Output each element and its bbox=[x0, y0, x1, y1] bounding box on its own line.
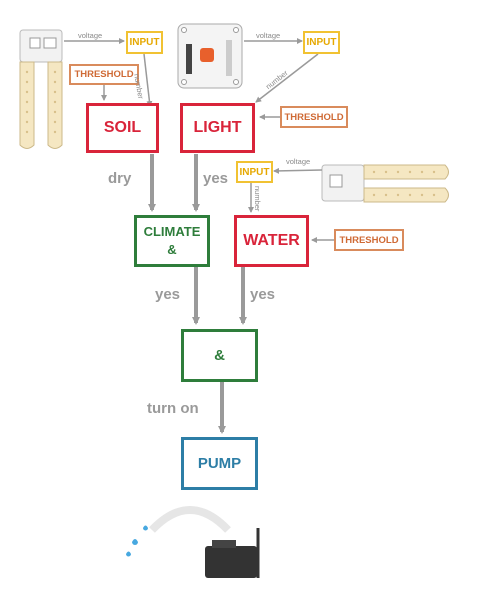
number-label-water: number bbox=[253, 186, 262, 212]
soil-node: SOIL bbox=[86, 103, 159, 153]
climate-node-and: & bbox=[167, 242, 177, 257]
and-node: & bbox=[181, 329, 258, 382]
water-node: WATER bbox=[234, 215, 309, 267]
climate-node: CLIMATE & bbox=[134, 215, 210, 267]
water-pump-icon bbox=[126, 506, 260, 578]
light-sensor-module-icon bbox=[177, 23, 243, 89]
edge-label-light-yes: yes bbox=[203, 170, 229, 187]
threshold-box-light: THRESHOLD bbox=[280, 106, 348, 128]
threshold-box-water: THRESHOLD bbox=[334, 229, 404, 251]
threshold-box-soil: THRESHOLD bbox=[69, 64, 139, 85]
pump-node: PUMP bbox=[181, 437, 258, 490]
voltage-label-left: voltage bbox=[78, 31, 103, 40]
input-box-water: INPUT bbox=[236, 161, 273, 183]
edge-label-climate-yes: yes bbox=[155, 286, 181, 303]
light-node: LIGHT bbox=[180, 103, 255, 153]
edge-label-dry: dry bbox=[108, 170, 132, 187]
soil-sensor-left-icon bbox=[19, 29, 63, 149]
water-sensor-right-icon bbox=[321, 164, 449, 203]
edge-label-water-yes: yes bbox=[250, 286, 276, 303]
input-box-left: INPUT bbox=[126, 31, 163, 54]
voltage-label-water: voltage bbox=[286, 157, 311, 166]
edge-label-turn-on: turn on bbox=[147, 400, 199, 417]
input-box-right: INPUT bbox=[303, 31, 340, 54]
voltage-label-right: voltage bbox=[256, 31, 281, 40]
climate-node-title: CLIMATE bbox=[143, 224, 201, 240]
